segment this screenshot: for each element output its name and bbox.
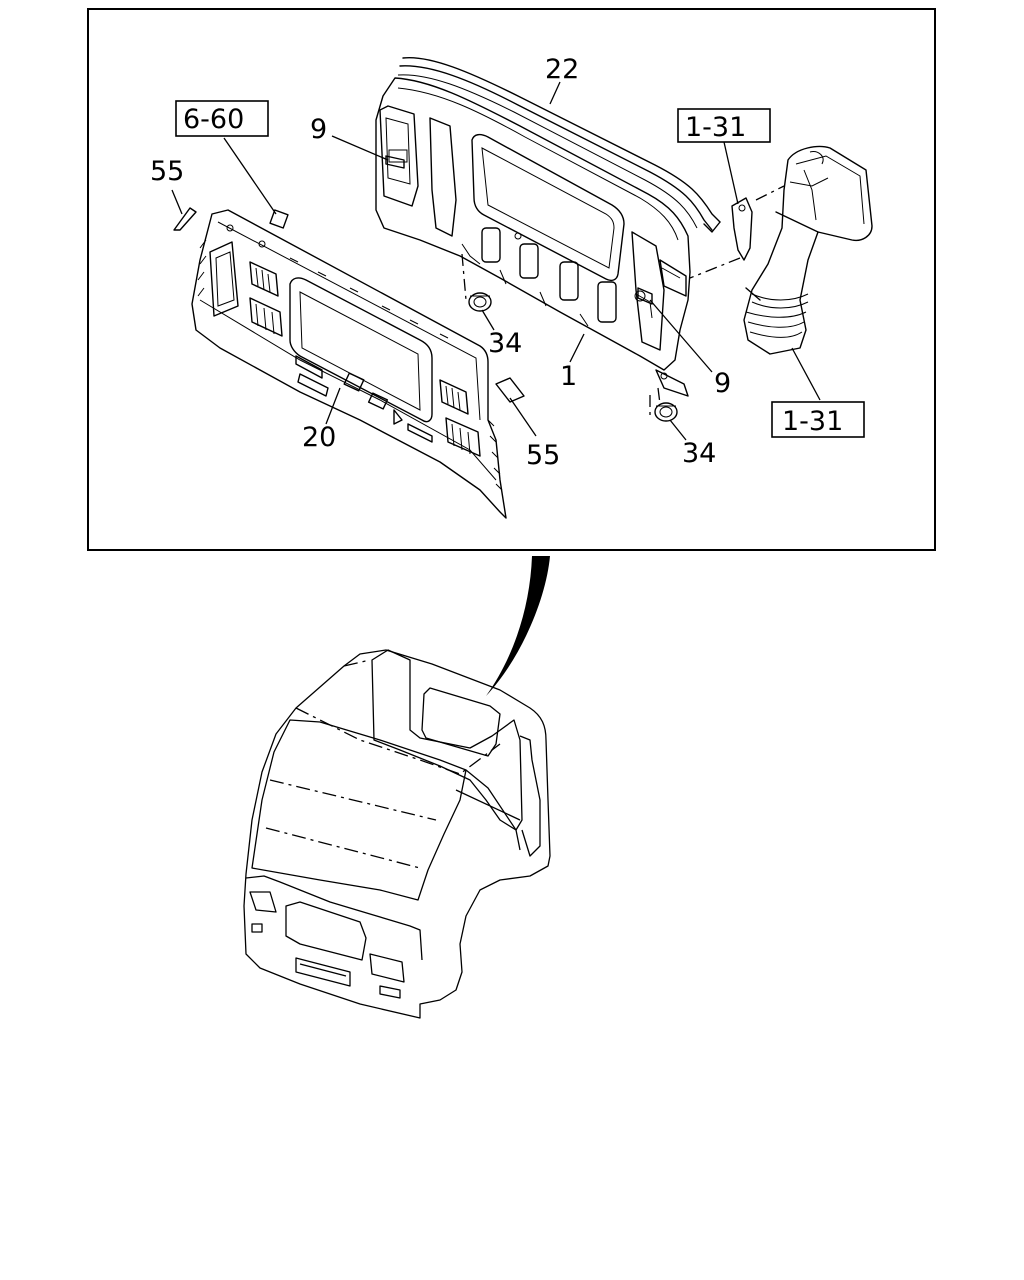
- detail-frame: [87, 8, 936, 551]
- callout-1-31-bottom: 1-31: [782, 406, 843, 437]
- callout-22: 22: [545, 54, 579, 85]
- part-1-31-bracket: [731, 197, 753, 261]
- callout-9-left: 9: [310, 114, 327, 145]
- part-55-right-seal: [495, 377, 525, 403]
- callout-1: 1: [560, 361, 577, 392]
- callout-34-right: 34: [682, 438, 716, 469]
- part-6-60-pad: [269, 209, 289, 229]
- part-34-grommet-left: [468, 292, 492, 312]
- part-55-left-seal: [173, 207, 197, 231]
- callout-box-1-31-top: [677, 108, 771, 143]
- part-20-trim-panel: [191, 209, 507, 519]
- callout-55-right: 55: [526, 440, 560, 471]
- assembly-line-3: [461, 253, 467, 301]
- part-1-back-panel: [375, 77, 691, 397]
- callout-20: 20: [302, 422, 336, 453]
- bracket-bolt: [738, 204, 746, 212]
- callout-9-right: 9: [714, 368, 731, 399]
- callout-6-60: 6-60: [183, 104, 244, 135]
- part-34-grommet-right: [654, 402, 678, 422]
- part-9-clip-left: [385, 155, 405, 169]
- part-22-rail: [397, 56, 721, 233]
- assembly-line-2: [689, 257, 741, 279]
- callout-box-6-60: [175, 100, 269, 137]
- part-1-31-duct: [743, 145, 873, 355]
- part-9-clip-right: [637, 287, 653, 305]
- callout-55-left: 55: [150, 156, 184, 187]
- assembly-line-1: [755, 185, 785, 201]
- callout-box-1-31-bottom: [771, 401, 865, 438]
- detail-pointer: [486, 556, 550, 696]
- truck-cab: [243, 649, 551, 1019]
- callout-1-31-top: 1-31: [685, 112, 746, 143]
- callout-34-left: 34: [488, 328, 522, 359]
- assembly-line-4: [657, 387, 661, 405]
- leader-lines: [171, 81, 821, 441]
